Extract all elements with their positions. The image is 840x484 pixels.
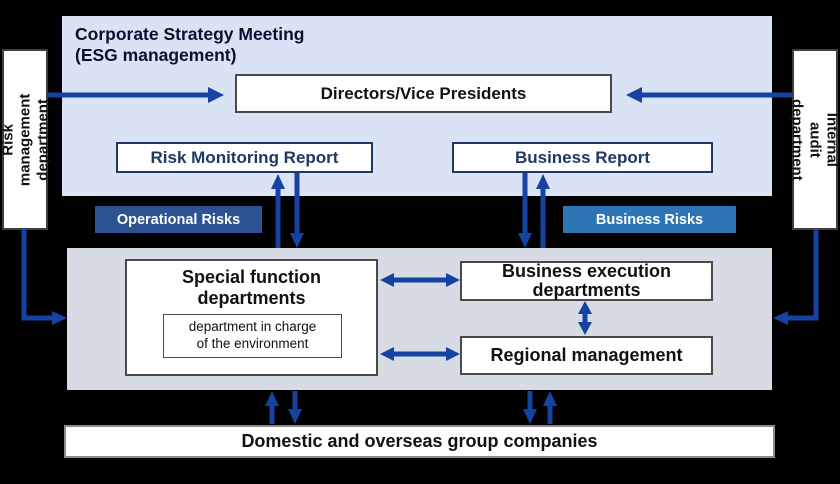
arrow-up-special-function-from-group — [265, 391, 279, 424]
business-risks-badge: Business Risks — [563, 206, 736, 233]
arrow-down-special-function-to-group — [288, 391, 302, 424]
internal-audit-department-box: Internal audit department — [789, 49, 840, 230]
internal-audit-department-label: Internal audit department — [789, 98, 840, 181]
business-execution-departments-label: Business execution departments — [501, 261, 672, 300]
business-report-box: Business Report — [452, 142, 713, 173]
group-companies-label: Domestic and overseas group companies — [241, 431, 598, 451]
risk-management-department-label: Risk management department — [0, 93, 51, 186]
directors-label: Directors/Vice Presidents — [320, 83, 527, 103]
operational-risks-label: Operational Risks — [116, 211, 241, 228]
regional-management-label: Regional management — [490, 345, 683, 365]
business-risks-label: Business Risks — [595, 211, 704, 228]
operational-risks-badge: Operational Risks — [95, 206, 262, 233]
regional-management-box: Regional management — [460, 336, 713, 375]
arrow-down-regional-to-group — [523, 391, 537, 424]
arrow-audit-dept-to-lower-panel — [773, 230, 819, 325]
business-report-label: Business Report — [514, 147, 651, 167]
risk-monitoring-report-box: Risk Monitoring Report — [116, 142, 373, 173]
arrow-risk-dept-to-lower-panel — [21, 228, 67, 325]
risk-monitoring-report-label: Risk Monitoring Report — [150, 147, 339, 167]
group-companies-box: Domestic and overseas group companies — [64, 425, 775, 458]
arrow-up-regional-from-group — [543, 391, 557, 424]
panel-title: Corporate Strategy Meeting (ESG manageme… — [75, 24, 305, 66]
risk-management-department-box: Risk management department — [0, 49, 51, 230]
environment-department-label: department in charge of the environment — [188, 319, 317, 351]
directors-box: Directors/Vice Presidents — [235, 74, 612, 113]
business-execution-departments-box: Business execution departments — [460, 261, 713, 301]
environment-department-box: department in charge of the environment — [163, 314, 342, 358]
special-function-departments-label: Special function departments — [181, 267, 322, 309]
